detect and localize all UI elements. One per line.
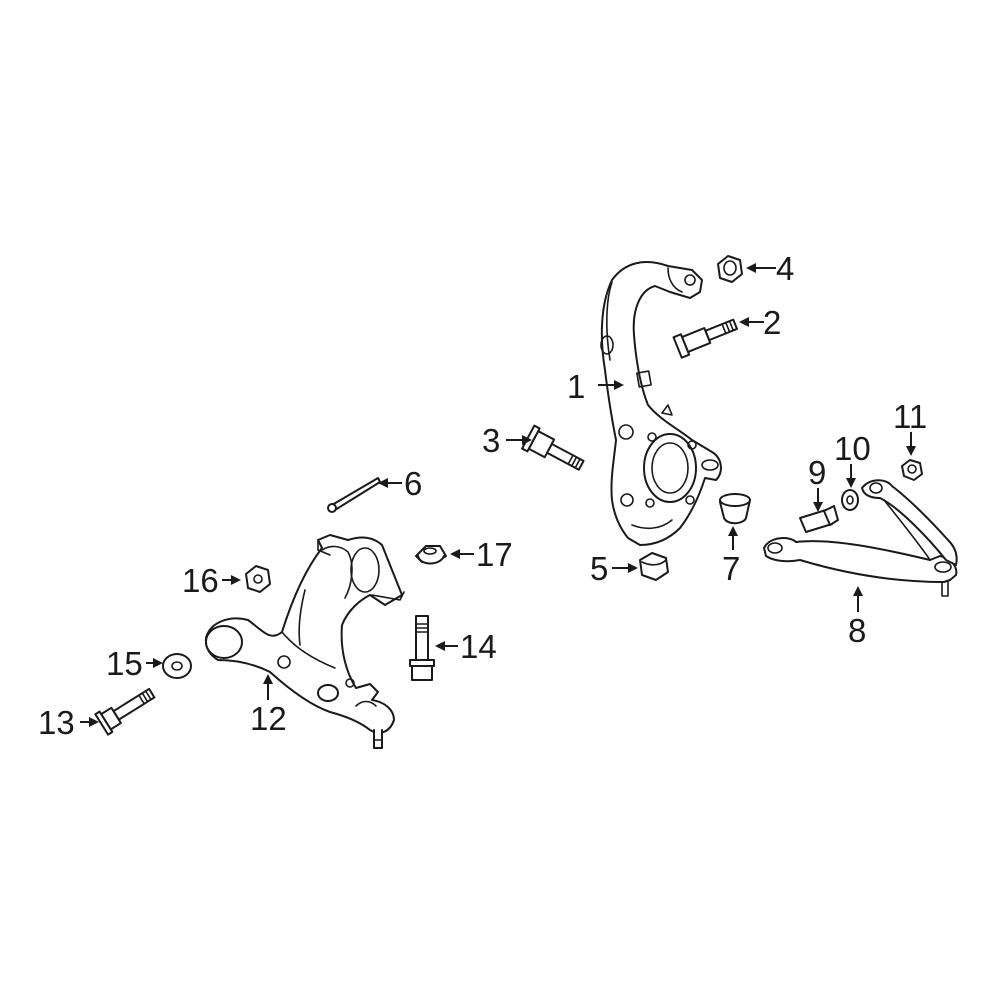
part-13-bolt	[94, 687, 156, 736]
arrow-7	[728, 526, 738, 536]
callout-17: 17	[476, 536, 513, 573]
callout-4: 4	[776, 250, 794, 287]
arrow-3	[522, 435, 532, 445]
arrow-2	[739, 317, 749, 327]
arrow-9	[813, 502, 823, 512]
part-7-bushing	[719, 493, 751, 525]
callout-8: 8	[848, 612, 866, 649]
callout-2: 2	[763, 304, 781, 341]
callout-12: 12	[250, 700, 287, 737]
arrow-8	[853, 586, 863, 596]
part-11-nut	[901, 459, 923, 481]
part-10-washer	[841, 489, 859, 511]
part-3-bolt	[521, 424, 585, 471]
part-8-upper-control-arm	[763, 479, 958, 597]
callout-10: 10	[834, 430, 871, 467]
arrow-13	[89, 717, 99, 727]
arrow-14	[435, 641, 445, 651]
part-5-nut	[639, 552, 669, 581]
arrow-4	[746, 263, 756, 273]
callout-labels: 1 2 3 4 5 6 7 8 9 10 11 12 13 14 15 16 1…	[38, 250, 927, 741]
part-6-cotter-pin	[327, 477, 381, 513]
part-2-bolt	[672, 318, 738, 359]
arrow-5	[628, 563, 638, 573]
callout-9: 9	[808, 454, 826, 491]
callout-11: 11	[893, 398, 927, 435]
arrow-16	[231, 575, 241, 585]
callout-13: 13	[38, 704, 75, 741]
callout-6: 6	[404, 465, 422, 502]
arrow-17	[450, 549, 460, 559]
leader-lines	[80, 263, 916, 727]
arrow-10	[846, 478, 856, 488]
callout-16: 16	[182, 562, 219, 599]
callout-1: 1	[567, 368, 585, 405]
part-15-washer	[162, 653, 192, 679]
part-17-nut	[415, 545, 447, 565]
callout-7: 7	[722, 550, 740, 587]
arrow-15	[153, 658, 163, 668]
callout-14: 14	[460, 628, 497, 665]
part-12-lower-control-arm	[204, 534, 405, 749]
part-1-steering-knuckle	[600, 261, 722, 546]
arrow-6	[378, 478, 388, 488]
arrow-12	[263, 674, 273, 684]
part-14-bolt	[409, 615, 435, 681]
part-16-nut	[245, 565, 271, 593]
arrow-1	[614, 380, 624, 390]
arrow-11	[906, 446, 916, 456]
callout-15: 15	[106, 645, 143, 682]
callout-3: 3	[482, 422, 500, 459]
callout-5: 5	[590, 550, 608, 587]
part-9-bolt	[799, 505, 839, 533]
part-4-nut	[717, 255, 743, 283]
